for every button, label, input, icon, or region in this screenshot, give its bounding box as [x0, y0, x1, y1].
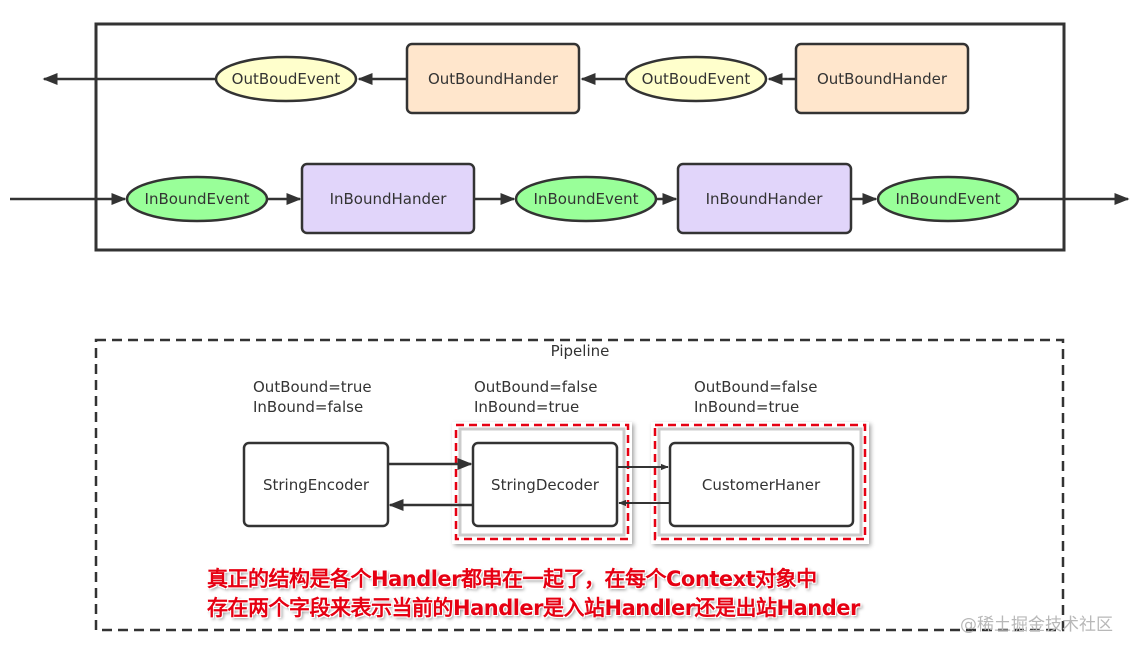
inbound-handler-node: InBoundHander: [300, 162, 476, 235]
node-label: InBoundEvent: [896, 190, 1001, 208]
node-label: InBoundEvent: [534, 190, 639, 208]
node-label: OutBoundHander: [817, 70, 948, 88]
pipeline-handler-string-encoder: StringEncoder: [242, 441, 390, 528]
watermark: @稀土掘金技术社区: [960, 615, 1113, 635]
handler-flag-outbound: OutBound=true: [253, 378, 372, 396]
pipeline-title: Pipeline: [551, 342, 610, 360]
node-label: OutBoudEvent: [232, 70, 341, 88]
pipeline-handler-string-decoder: StringDecoder: [471, 441, 619, 528]
pipeline-handler-customer-haner: CustomerHaner: [668, 441, 855, 528]
inbound-event-node: InBoundEvent: [876, 175, 1020, 223]
inbound-handler-node: InBoundHander: [676, 162, 853, 235]
channel-frame: [94, 22, 1066, 252]
pipeline-frame: [94, 338, 1065, 632]
outbound-event-node: OutBoudEvent: [214, 55, 358, 103]
outbound-event-node: OutBoudEvent: [624, 55, 768, 103]
handler-flag-outbound: OutBound=false: [694, 378, 817, 396]
node-label: InBoundHander: [706, 190, 824, 208]
node-label: OutBoudEvent: [642, 70, 751, 88]
node-label: OutBoundHander: [428, 70, 559, 88]
annotation-caption-line2: 存在两个字段来表示当前的Handler是入站Handler还是出站Hander: [207, 596, 860, 620]
handler-flag-inbound: InBound=true: [474, 398, 579, 416]
node-label: InBoundEvent: [145, 190, 250, 208]
annotation-caption-line1: 真正的结构是各个Handler都串在一起了，在每个Context对象中: [207, 567, 817, 591]
outbound-handler-node: OutBoundHander: [405, 42, 581, 115]
handler-name: StringDecoder: [491, 476, 600, 494]
handler-name: CustomerHaner: [702, 476, 821, 494]
handler-flag-outbound: OutBound=false: [474, 378, 597, 396]
inbound-event-node: InBoundEvent: [514, 175, 658, 223]
handler-name: StringEncoder: [263, 476, 370, 494]
node-label: InBoundHander: [330, 190, 448, 208]
handler-flag-inbound: InBound=true: [694, 398, 799, 416]
inbound-event-node: InBoundEvent: [125, 175, 269, 223]
handler-flag-inbound: InBound=false: [253, 398, 363, 416]
outbound-handler-node: OutBoundHander: [794, 42, 970, 115]
